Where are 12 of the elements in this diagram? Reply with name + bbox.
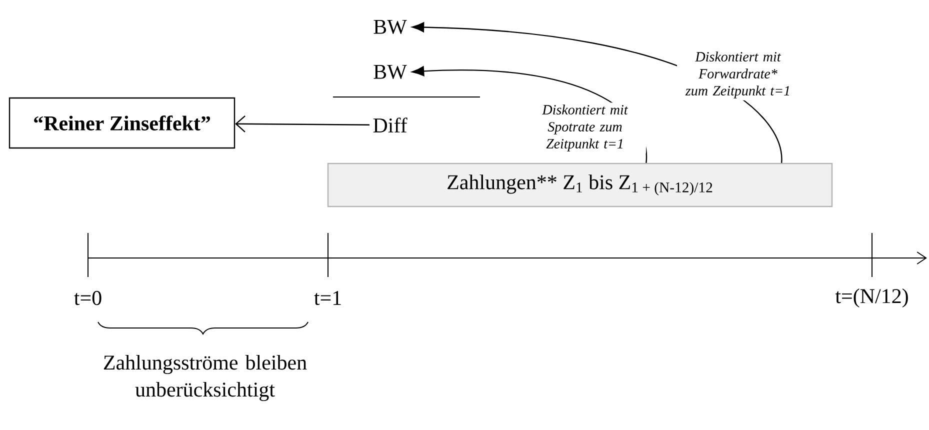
tick-label: t=0 [74, 290, 102, 306]
payments-box: Zahlungen** Z$_{1}$ bis Z$_{1 + (N-12)/12}$ [327, 162, 833, 208]
value-text: BW [374, 20, 407, 34]
edge-label: Diskontiert mit Forwardrate* zum Zeitpunkt t=1 [677, 50, 799, 100]
edge-label: Diskontiert mit Spotrate zum Zeitpunkt t=1 [524, 102, 646, 154]
tick-label: t=1 [314, 290, 341, 306]
difference-text: Diff [373, 118, 408, 132]
tick-label: t=(N/12) [835, 288, 908, 308]
arrow [235, 115, 370, 132]
value-text: BW [374, 64, 407, 80]
result-box: “Reiner Zinseffekt” [8, 97, 236, 149]
note-text: Zahlungsströme bleiben unberücksichtigt [104, 354, 307, 402]
